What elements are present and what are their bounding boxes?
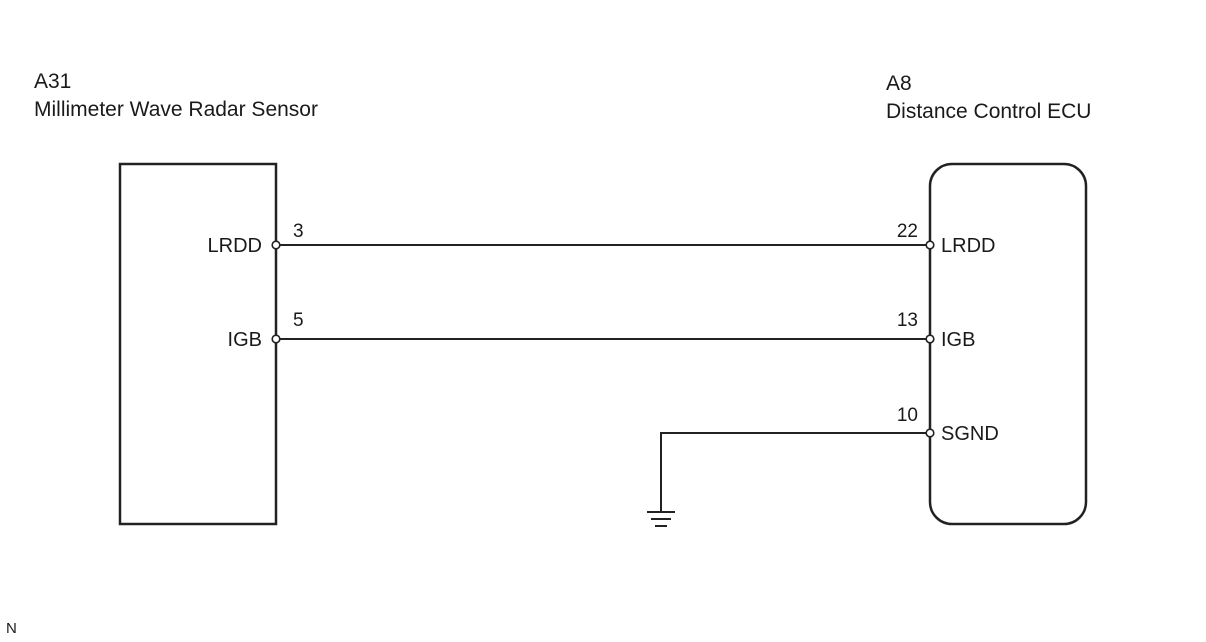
ecu-box — [928, 162, 1088, 526]
right-component-code: A8 — [886, 72, 912, 95]
left-pin-number-3: 3 — [293, 221, 304, 242]
ground-icon — [647, 511, 675, 527]
right-pin-number-13: 13 — [896, 310, 918, 331]
right-terminal-label-igb: IGB — [941, 329, 976, 351]
right-pin-number-22: 22 — [896, 221, 918, 242]
left-component-code: A31 — [34, 70, 72, 93]
radar-sensor-box — [118, 162, 278, 526]
wire-sgnd — [660, 432, 927, 512]
terminal-a31-5 — [271, 334, 281, 344]
terminal-a8-10 — [925, 428, 935, 438]
right-terminal-label-sgnd: SGND — [941, 423, 999, 445]
terminal-a8-22 — [925, 240, 935, 250]
left-pin-number-5: 5 — [293, 310, 304, 331]
left-terminal-label-lrdd: LRDD — [207, 235, 262, 257]
left-terminal-label-igb: IGB — [227, 329, 262, 351]
terminal-a8-13 — [925, 334, 935, 344]
footer-mark: N — [6, 620, 17, 637]
right-component-name: Distance Control ECU — [886, 100, 1092, 123]
right-pin-number-10: 10 — [896, 405, 918, 426]
terminal-a31-3 — [271, 240, 281, 250]
left-component-name: Millimeter Wave Radar Sensor — [34, 98, 318, 121]
right-terminal-label-lrdd: LRDD — [941, 235, 996, 257]
